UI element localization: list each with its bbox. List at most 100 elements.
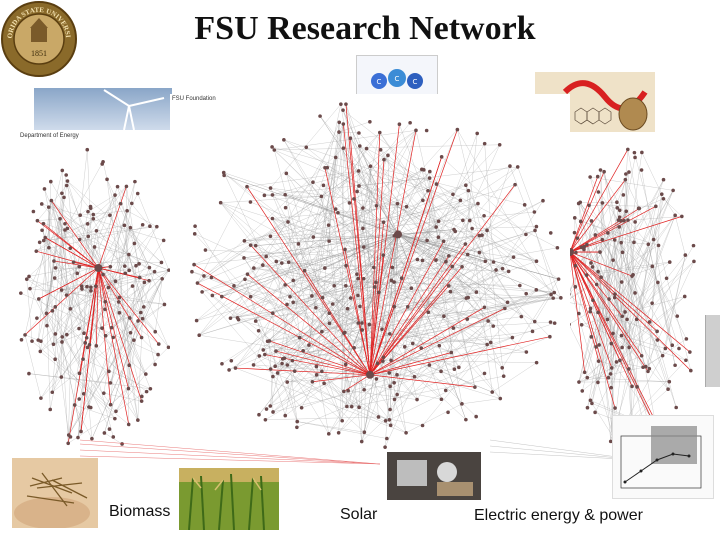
network-node <box>51 309 55 313</box>
network-node <box>269 186 273 190</box>
network-node <box>114 409 118 413</box>
network-node <box>593 233 597 237</box>
network-node <box>452 326 456 330</box>
network-node <box>662 197 666 201</box>
network-node <box>442 240 446 244</box>
network-node <box>382 355 386 359</box>
network-node <box>470 227 474 231</box>
network-node <box>553 321 557 325</box>
network-node <box>434 258 438 262</box>
network-node <box>47 246 51 250</box>
network-node <box>492 260 496 264</box>
network-node <box>327 223 331 227</box>
network-node <box>437 219 441 223</box>
network-node <box>498 143 502 147</box>
network-node <box>113 193 117 197</box>
network-node <box>428 363 432 367</box>
network-node <box>132 338 136 342</box>
network-node <box>108 213 112 217</box>
network-node <box>102 391 106 395</box>
network-node <box>118 311 122 315</box>
network-node <box>607 376 611 380</box>
network-node <box>611 258 615 262</box>
network-node <box>114 279 118 283</box>
network-node <box>40 202 44 206</box>
network-node <box>549 293 553 297</box>
network-node <box>312 235 316 239</box>
network-edge <box>107 179 164 304</box>
network-node <box>654 205 658 209</box>
network-node <box>123 271 127 275</box>
biomass-caption: Biomass <box>109 503 170 521</box>
network-node <box>323 166 327 170</box>
network-node <box>60 288 64 292</box>
network-node <box>237 318 241 322</box>
network-edge <box>32 341 116 411</box>
network-node <box>229 316 233 320</box>
network-node <box>589 261 593 265</box>
network-node <box>465 317 469 321</box>
network-node <box>657 244 661 248</box>
network-node <box>673 363 677 367</box>
network-node <box>342 390 346 394</box>
network-node <box>315 373 319 377</box>
network-node <box>82 331 86 335</box>
network-node <box>482 214 486 218</box>
network-node <box>163 303 167 307</box>
network-node <box>328 321 332 325</box>
network-node <box>193 232 197 236</box>
network-node <box>332 284 336 288</box>
network-node <box>377 415 381 419</box>
network-node <box>283 283 287 287</box>
network-node <box>626 218 630 222</box>
network-node <box>597 190 601 194</box>
network-node <box>635 318 639 322</box>
network-node <box>337 130 341 134</box>
network-edge <box>399 124 436 227</box>
network-node <box>516 165 520 169</box>
network-node <box>140 399 144 403</box>
network-node <box>315 365 319 369</box>
network-node <box>428 170 432 174</box>
network-node <box>227 368 231 372</box>
network-node <box>475 290 479 294</box>
network-edge <box>39 299 62 377</box>
network-node <box>265 407 269 411</box>
network-node <box>369 164 373 168</box>
network-node <box>453 367 457 371</box>
network-node <box>551 296 555 300</box>
network-edge <box>287 382 297 421</box>
network-node <box>382 220 386 224</box>
network-node <box>155 225 159 229</box>
network-node <box>683 295 687 299</box>
network-edge <box>274 150 335 209</box>
network-node <box>524 292 528 296</box>
network-node <box>478 234 482 238</box>
network-node <box>384 419 388 423</box>
network-node <box>381 253 385 257</box>
network-node <box>104 334 108 338</box>
network-node <box>619 241 623 245</box>
network-node <box>684 253 688 257</box>
network-node <box>263 353 267 357</box>
network-node <box>598 250 602 254</box>
network-node <box>692 260 696 264</box>
network-node <box>243 277 247 281</box>
network-node <box>110 326 114 330</box>
network-node <box>127 387 131 391</box>
network-node <box>380 327 384 331</box>
network-node <box>615 200 619 204</box>
network-node <box>78 265 82 269</box>
network-node <box>596 175 600 179</box>
network-node <box>591 299 595 303</box>
network-node <box>512 255 516 259</box>
network-node <box>342 146 346 150</box>
network-edge <box>535 295 551 322</box>
network-node <box>580 245 584 249</box>
network-node <box>322 382 326 386</box>
network-node <box>452 228 456 232</box>
network-node <box>20 338 24 342</box>
network-node <box>254 319 258 323</box>
network-node <box>467 189 471 193</box>
network-node <box>311 180 315 184</box>
